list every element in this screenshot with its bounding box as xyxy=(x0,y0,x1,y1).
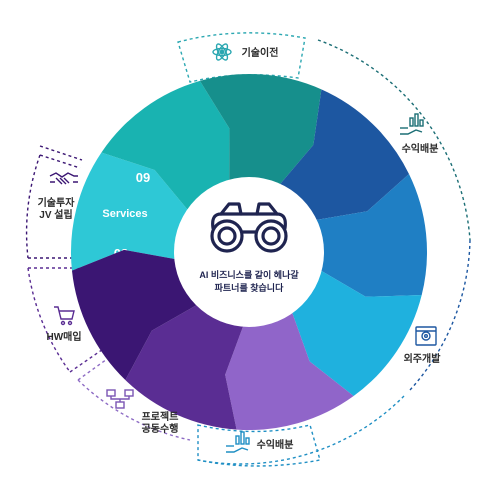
cart-icon xyxy=(54,306,75,326)
center-line-1: AI 비즈니스를 같이 헤나갈 xyxy=(199,269,299,280)
segment-08 xyxy=(125,303,244,430)
outer-label-tech-transfer: 기술이전 xyxy=(242,46,279,59)
outer-label-revenue-share-bottom: 수익배분 xyxy=(257,438,294,451)
outer-ring-arc-left-2 xyxy=(27,267,71,373)
network-icon xyxy=(106,389,134,409)
segment-number-09: 09 xyxy=(136,170,150,185)
outer-label-outsourcing: 외주개발 xyxy=(404,352,442,365)
gear-window-icon xyxy=(415,326,437,346)
outer-ring-piece-9 xyxy=(39,154,81,169)
center-circle xyxy=(174,177,324,327)
center-line-2: 파트너를 찾습니다 xyxy=(215,282,284,293)
segment-02 xyxy=(101,80,230,212)
segment-03 xyxy=(199,73,322,187)
segment-05 xyxy=(313,173,428,297)
segment-07 xyxy=(225,310,354,430)
segment-06 xyxy=(291,269,422,397)
hand-chart-icon xyxy=(226,431,250,453)
outer-ring-piece-7b xyxy=(77,343,129,381)
segment-ring: Algorithms01Engines02MachineLearningData… xyxy=(71,73,428,430)
outer-ring-piece-7a xyxy=(69,335,123,373)
segment-09 xyxy=(71,249,199,381)
outer-ring-arc-right-2 xyxy=(409,239,471,391)
segment-label-09: Services xyxy=(102,208,147,220)
atom-icon xyxy=(212,43,232,61)
handshake-icon xyxy=(49,172,78,185)
hand-chart-icon xyxy=(400,113,424,135)
outer-label-revenue-share-top: 수익배분 xyxy=(402,142,439,155)
segment-01 xyxy=(71,152,190,271)
outer-dashed-ring xyxy=(25,32,471,467)
outer-ring-arc-left-top xyxy=(39,145,83,161)
outer-ring-arc-right xyxy=(317,39,471,241)
binoculars-icon xyxy=(210,202,288,253)
segment-04 xyxy=(278,89,409,221)
outer-ring-arc-left-3 xyxy=(77,379,191,441)
outer-label-hw-purchase: HW매입 xyxy=(46,330,81,343)
